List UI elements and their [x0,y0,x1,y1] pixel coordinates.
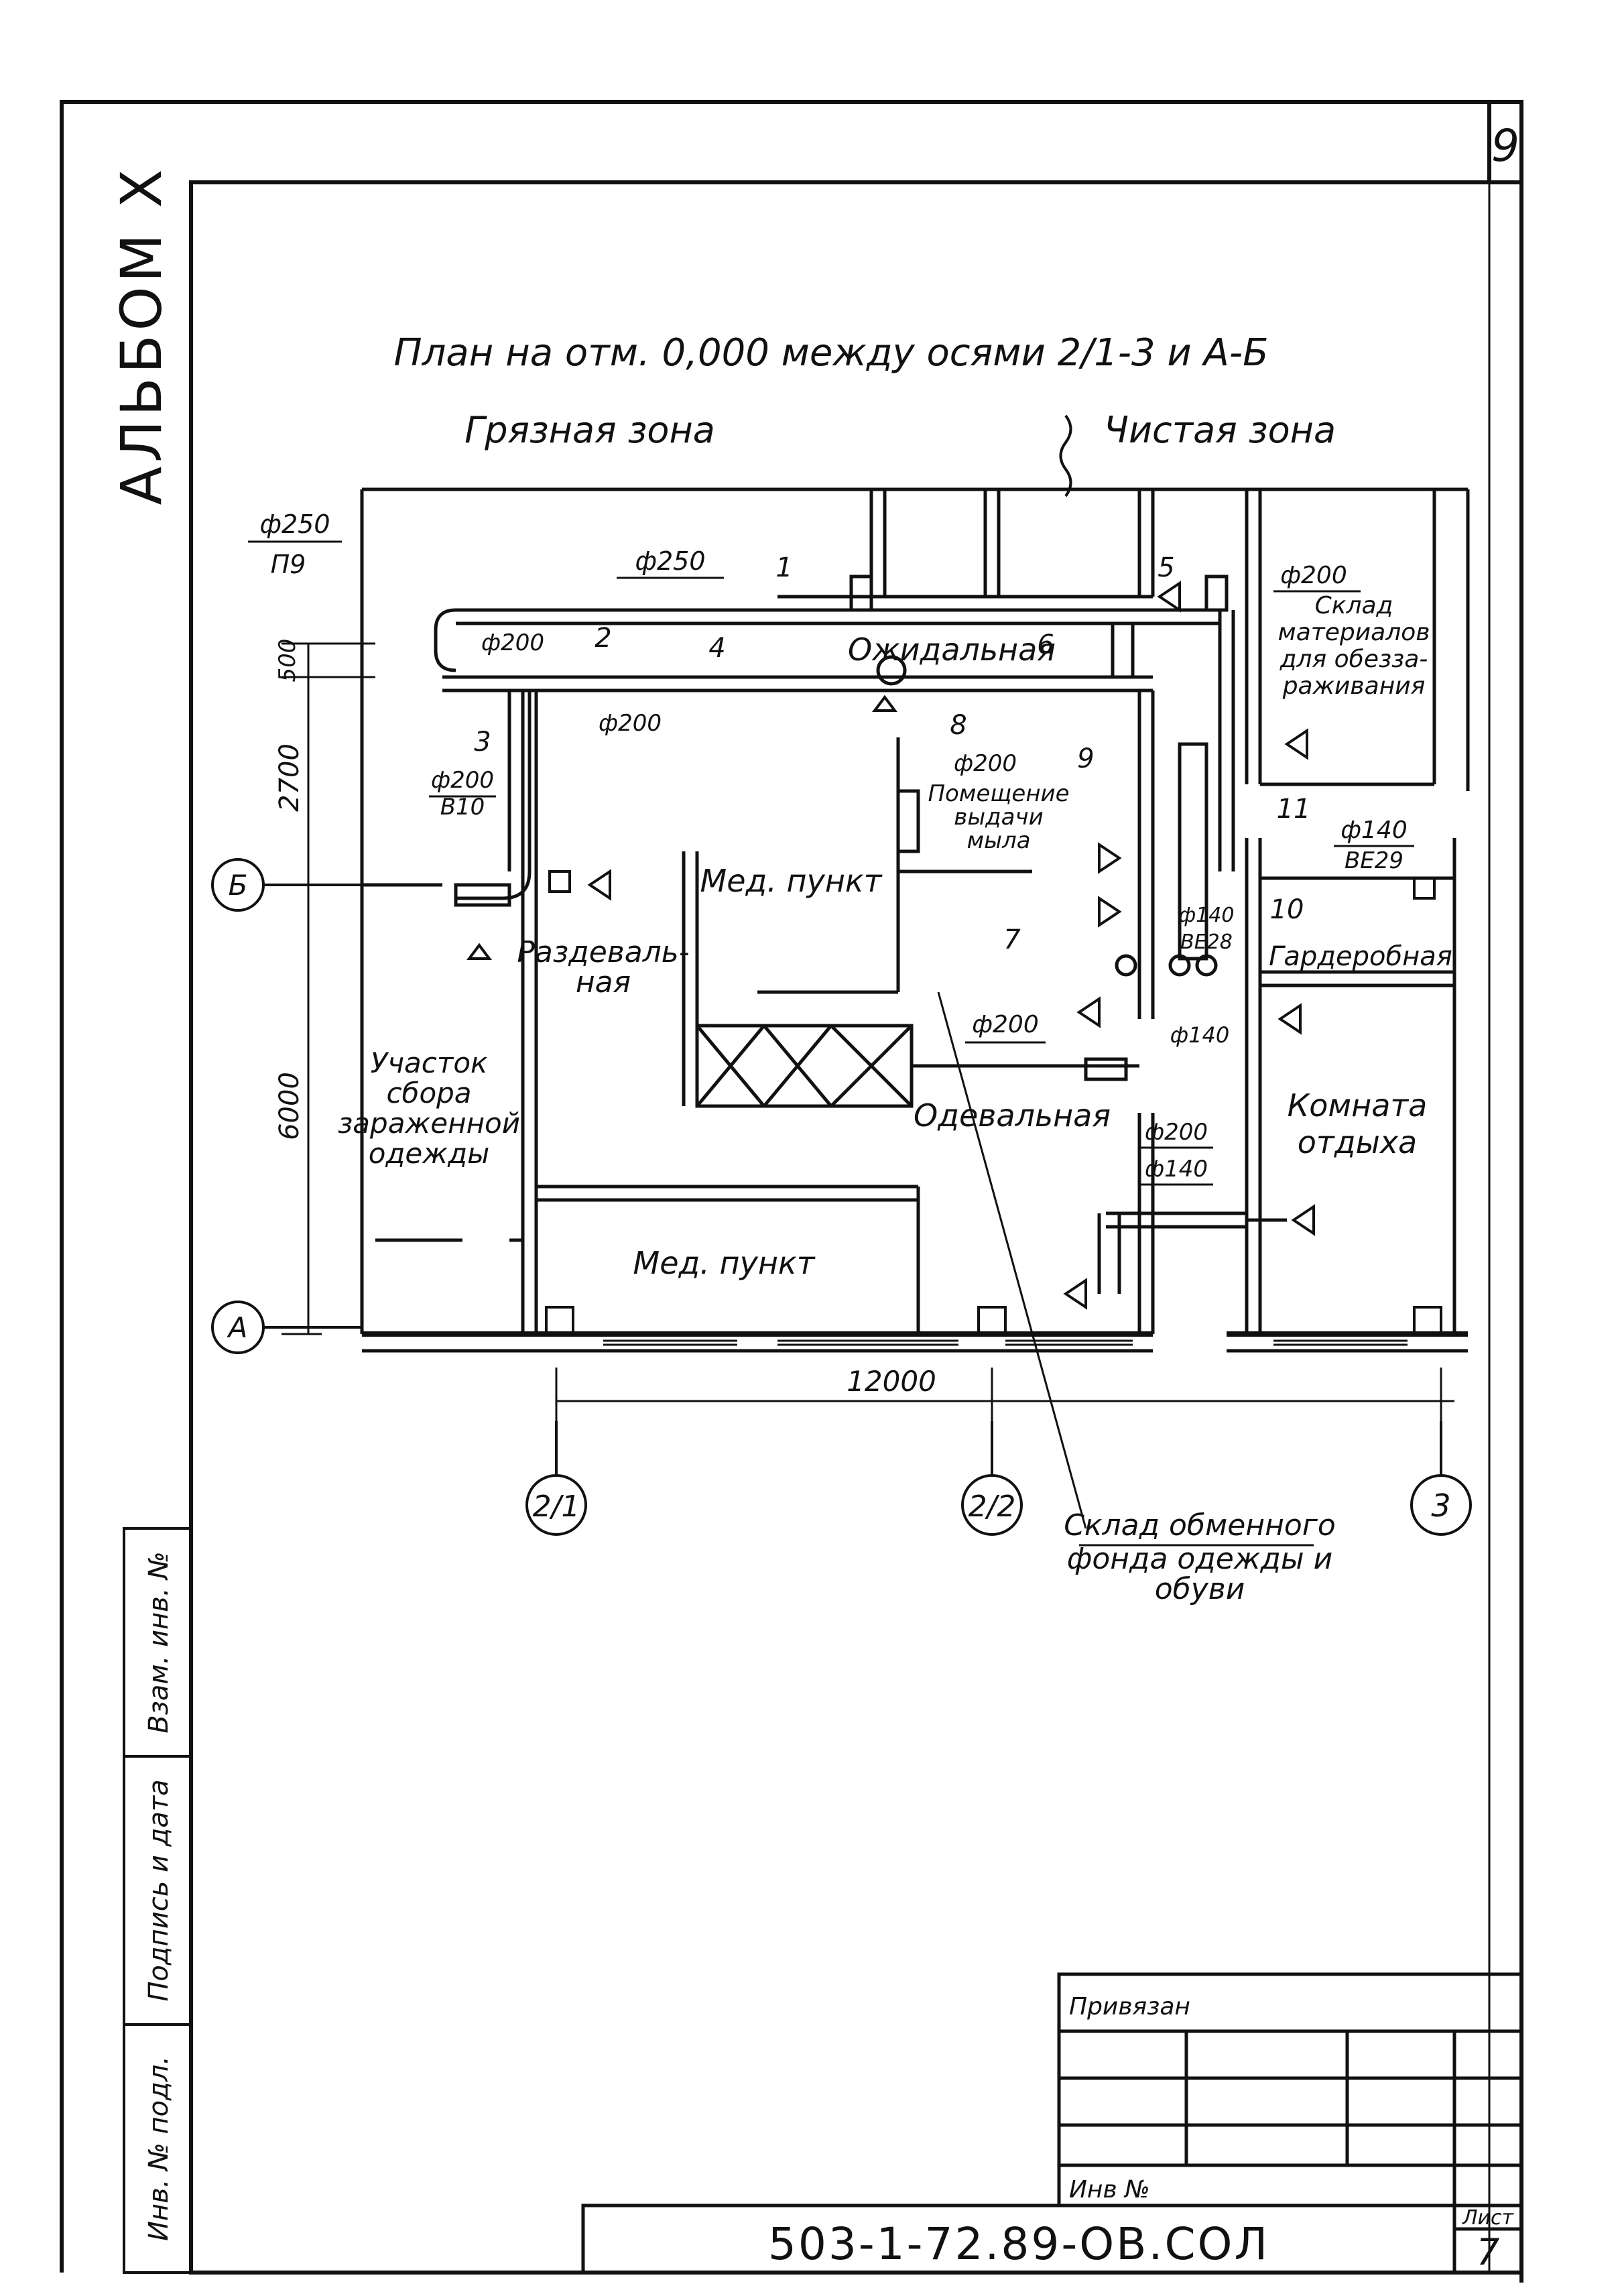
duct-labels: ф250 П9 ф250 ф200 ф200 ф200 В10 ф200 ф20… [259,509,1407,1183]
label-underlines [248,540,1414,1186]
room-soap-3: мыла [966,827,1030,854]
label-d200-mid: ф200 [972,1011,1039,1038]
room-collect-3: зараженной [338,1107,520,1140]
album-label: АЛЬБОМ Ⅹ [109,166,174,505]
label-d200-b: ф200 [599,710,662,737]
label-v10: В10 [440,794,485,821]
stamp-inv-podl: Инв. № подл. [143,2056,174,2241]
label-d140-be28: ф140 [1179,904,1235,927]
label-be29: ВЕ29 [1345,847,1403,874]
room-med-bottom: Мед. пункт [633,1245,816,1281]
room-disinf-3: для обезза- [1280,646,1428,673]
label-d200-a: ф200 [481,629,544,656]
room-exchange-3: обуви [1155,1572,1245,1606]
callout-10: 10 [1270,894,1304,925]
label-d200-store: ф200 [1280,562,1347,589]
dim-2700: 2700 [274,743,305,812]
callout-4: 4 [708,633,725,664]
room-exchange-1: Склад обменного [1064,1508,1336,1543]
room-collect-4: одежды [369,1137,490,1170]
label-d140-be29: ф140 [1340,817,1408,844]
dim-6000: 6000 [274,1072,305,1140]
axis-labels: Б А 2/1 2/2 3 [227,869,1451,1524]
dim-12000: 12000 [847,1365,936,1398]
tb-doc-code: 503-1-72.89-ОВ.СОЛ [768,2218,1269,2270]
axis-21: 2/1 [533,1490,580,1524]
room-disinf-2: материалов [1278,619,1430,646]
room-med-top: Мед. пункт [700,863,883,899]
label-d200-soap: ф200 [954,750,1017,777]
title-block-text: Привязан Инв № 503-1-72.89-ОВ.СОЛ Лист 7 [768,1993,1515,2273]
zone-break-line [1059,414,1072,497]
callout-5: 5 [1158,552,1174,583]
stamp-vzam: Взам. инв. № [143,1551,174,1734]
label-d250: ф250 [635,546,705,576]
exchange-leader [937,991,1087,1529]
duct-network [434,575,1287,1294]
room-labels: Ожидальная Помещение выдачи мыла Склад м… [338,592,1452,1606]
title-block [581,1972,1523,2275]
windows [603,1339,1408,1346]
room-disinf-4: раживания [1282,672,1426,700]
tb-privyazan: Привязан [1069,1993,1190,2020]
label-be28: ВЕ28 [1180,930,1233,954]
air-terminals [466,581,1315,1310]
dimension-text: 500 2700 6000 12000 [274,639,936,1398]
axis-22: 2/2 [969,1490,1016,1524]
callout-9: 9 [1077,743,1094,774]
callout-2: 2 [595,623,611,654]
label-d200-v10: ф200 [431,767,494,794]
tb-list-label: Лист [1462,2206,1515,2230]
left-stamp-column [123,1527,192,2274]
room-dressing: Одевальная [914,1097,1111,1134]
room-soap-2: выдачи [954,804,1043,831]
stamp-podpis: Подпись и дата [143,1779,174,2001]
zone-clean: Чистая зона [1104,409,1336,451]
callout-3: 3 [474,727,491,758]
room-collect-2: сбора [386,1077,471,1109]
room-soap-1: Помещение [928,780,1069,807]
callout-11: 11 [1277,794,1311,825]
callout-6: 6 [1037,629,1054,660]
axis-markers [211,858,1472,1536]
callout-8: 8 [950,710,966,741]
axis-b: Б [229,869,248,902]
columns [545,870,1442,1335]
room-exchange-2: фонда одежды и [1067,1542,1332,1576]
room-rest-1: Комната [1288,1087,1428,1124]
tb-inv-no: Инв № [1069,2176,1150,2203]
tb-list-no: 7 [1477,2231,1499,2273]
room-disinf-1: Склад [1315,592,1393,619]
room-collect-1: Участок [371,1046,488,1079]
callout-1: 1 [775,552,792,583]
axis-a: А [227,1311,248,1344]
room-waiting: Ожидальная [848,631,1056,668]
room-cloakroom: Гардеробная [1269,941,1452,972]
label-d140-c: ф140 [1170,1022,1229,1048]
dim-500: 500 [274,639,301,682]
room-rest-2: отдыха [1298,1124,1417,1160]
sheet-number: 9 [1491,120,1519,172]
label-p9: П9 [271,550,306,579]
label-d250-p9: ф250 [259,509,330,539]
label-d200-dress: ф200 [1145,1119,1208,1146]
axis-3: 3 [1431,1488,1450,1524]
zone-dirty: Грязная зона [464,409,715,451]
dimension-lines [282,642,1454,1421]
plan-title: План на отм. 0,000 между осями 2/1-3 и А… [393,331,1268,375]
room-undress-2: ная [576,965,631,1000]
room-undress-1: Раздеваль- [517,935,689,969]
callout-7: 7 [1003,924,1021,955]
callouts: 1 2 3 4 5 6 7 8 9 10 11 [474,552,1310,955]
label-d140-dress: ф140 [1145,1156,1208,1183]
